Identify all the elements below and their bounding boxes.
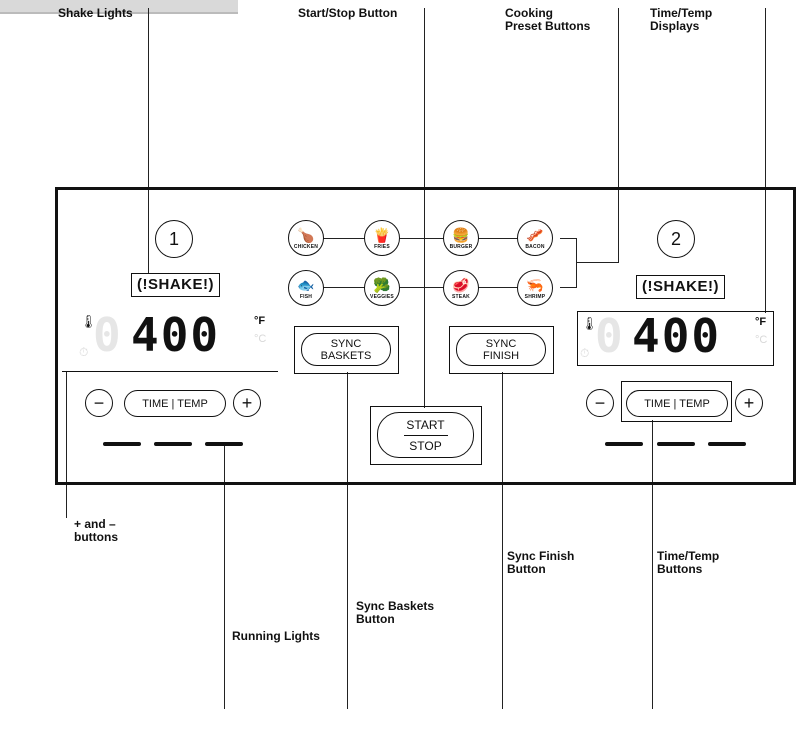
top-gray-bar xyxy=(0,0,238,14)
preset-bacon-label: BACON xyxy=(525,244,545,250)
leader-sync-finish xyxy=(502,372,503,709)
sync-baskets-button[interactable]: SYNC BASKETS xyxy=(301,333,391,366)
callout-time-temp-buttons: Time/Temp Buttons xyxy=(657,549,720,576)
zone-1-running-light-3 xyxy=(205,442,243,446)
callout-plus-minus: + and – buttons xyxy=(74,517,118,544)
sync-finish-highlight xyxy=(449,326,554,374)
fish-icon: 🐟 xyxy=(297,277,315,293)
zone-1-running-light-1 xyxy=(103,442,141,446)
leader-presets-horizontal xyxy=(576,262,619,263)
zone-2-minus-button[interactable]: − xyxy=(586,389,614,417)
control-panel xyxy=(55,187,796,485)
thermometer-icon: 🌡 xyxy=(80,314,97,329)
burger-icon: 🍔 xyxy=(452,227,470,243)
shrimp-icon: 🦐 xyxy=(526,277,544,293)
steak-icon: 🥩 xyxy=(452,277,470,293)
zone-1-plus-button[interactable]: + xyxy=(233,389,261,417)
zone-2-display-box xyxy=(577,311,774,366)
bacon-icon: 🥓 xyxy=(526,227,544,243)
thermometer-icon: 🌡 xyxy=(581,316,598,331)
leader-start-stop xyxy=(424,8,425,408)
preset-shrimp-label: SHRIMP xyxy=(524,294,546,300)
start-stop-divider xyxy=(403,434,448,436)
timer-icon: ⏱ xyxy=(580,346,590,360)
zone-2-ghost-digit: 0 xyxy=(595,309,625,363)
preset-connector-right-vertical xyxy=(576,238,577,288)
preset-shrimp-button[interactable]: 🦐 SHRIMP xyxy=(517,270,553,306)
preset-fries-button[interactable]: 🍟 FRIES xyxy=(364,220,400,256)
preset-steak-label: STEAK xyxy=(452,294,470,300)
zone-2-unit-f: °F xyxy=(755,316,767,328)
preset-chicken-button[interactable]: 🍗 CHICKEN xyxy=(288,220,324,256)
callout-sync-baskets: Sync Baskets Button xyxy=(356,599,435,626)
zone-2-shake-light: (!SHAKE!) xyxy=(636,275,725,299)
start-stop-highlight xyxy=(370,406,482,465)
sync-baskets-highlight xyxy=(294,326,399,374)
callout-sync-finish: Sync Finish Button xyxy=(507,549,575,576)
zone-2-running-light-2 xyxy=(657,442,695,446)
fries-icon: 🍟 xyxy=(373,227,391,243)
callout-cooking-presets: Cooking Preset Buttons xyxy=(505,6,591,33)
preset-steak-button[interactable]: 🥩 STEAK xyxy=(443,270,479,306)
zone-2-running-light-1 xyxy=(605,442,643,446)
preset-connector-bottom-right xyxy=(560,287,577,288)
veggies-icon: 🥦 xyxy=(373,277,391,293)
zone-2-number: 2 xyxy=(657,220,695,258)
zone-2-temp-display: 400 xyxy=(632,309,722,363)
preset-fish-button[interactable]: 🐟 FISH xyxy=(288,270,324,306)
preset-bacon-button[interactable]: 🥓 BACON xyxy=(517,220,553,256)
stop-label: STOP xyxy=(409,438,442,453)
zone-1-unit-f: °F xyxy=(254,315,266,327)
zone-2-time-temp-highlight xyxy=(621,381,732,422)
callout-shake-lights: Shake Lights xyxy=(58,6,133,20)
zone-1-minus-button[interactable]: − xyxy=(85,389,113,417)
zone-2-time-temp-button[interactable]: TIME | TEMP xyxy=(626,390,728,417)
start-stop-button[interactable]: START STOP xyxy=(377,412,474,458)
preset-burger-label: BURGER xyxy=(449,244,473,250)
start-label: START xyxy=(406,417,445,432)
preset-fries-label: FRIES xyxy=(374,244,390,250)
callout-start-stop: Start/Stop Button xyxy=(298,6,398,20)
zone-1-shake-light: (!SHAKE!) xyxy=(131,273,220,297)
leader-time-temp-displays xyxy=(765,8,766,313)
callout-running-lights: Running Lights xyxy=(232,629,320,643)
preset-connector-top xyxy=(322,238,544,239)
zone-1-number: 1 xyxy=(155,220,193,258)
leader-shake-lights xyxy=(148,8,149,273)
preset-connector-bottom xyxy=(322,287,544,288)
leader-plus-minus xyxy=(66,372,67,518)
zone-2-unit-c: °C xyxy=(755,334,768,346)
zone-1-buttons-bracket xyxy=(62,371,278,372)
leader-running-lights xyxy=(224,444,225,709)
leader-cooking-presets xyxy=(618,8,619,263)
zone-1-time-temp-button[interactable]: TIME | TEMP xyxy=(124,390,226,417)
preset-connector-top-right xyxy=(560,238,577,239)
chicken-icon: 🍗 xyxy=(297,227,315,243)
zone-1-running-light-2 xyxy=(154,442,192,446)
zone-1-unit-c: °C xyxy=(254,333,267,345)
zone-2-running-light-3 xyxy=(708,442,746,446)
zone-1-ghost-digit: 0 xyxy=(93,308,123,362)
sync-finish-button[interactable]: SYNC FINISH xyxy=(456,333,546,366)
preset-veggies-button[interactable]: 🥦 VEGGIES xyxy=(364,270,400,306)
preset-burger-button[interactable]: 🍔 BURGER xyxy=(443,220,479,256)
zone-2-plus-button[interactable]: + xyxy=(735,389,763,417)
leader-sync-baskets xyxy=(347,372,348,709)
preset-veggies-label: VEGGIES xyxy=(370,294,394,300)
callout-time-temp-displays: Time/Temp Displays xyxy=(650,6,713,33)
timer-icon: ⏱ xyxy=(79,345,89,359)
preset-fish-label: FISH xyxy=(299,294,313,300)
zone-1-temp-display: 400 xyxy=(131,308,221,362)
preset-chicken-label: CHICKEN xyxy=(293,244,319,250)
leader-time-temp-buttons xyxy=(652,420,653,709)
